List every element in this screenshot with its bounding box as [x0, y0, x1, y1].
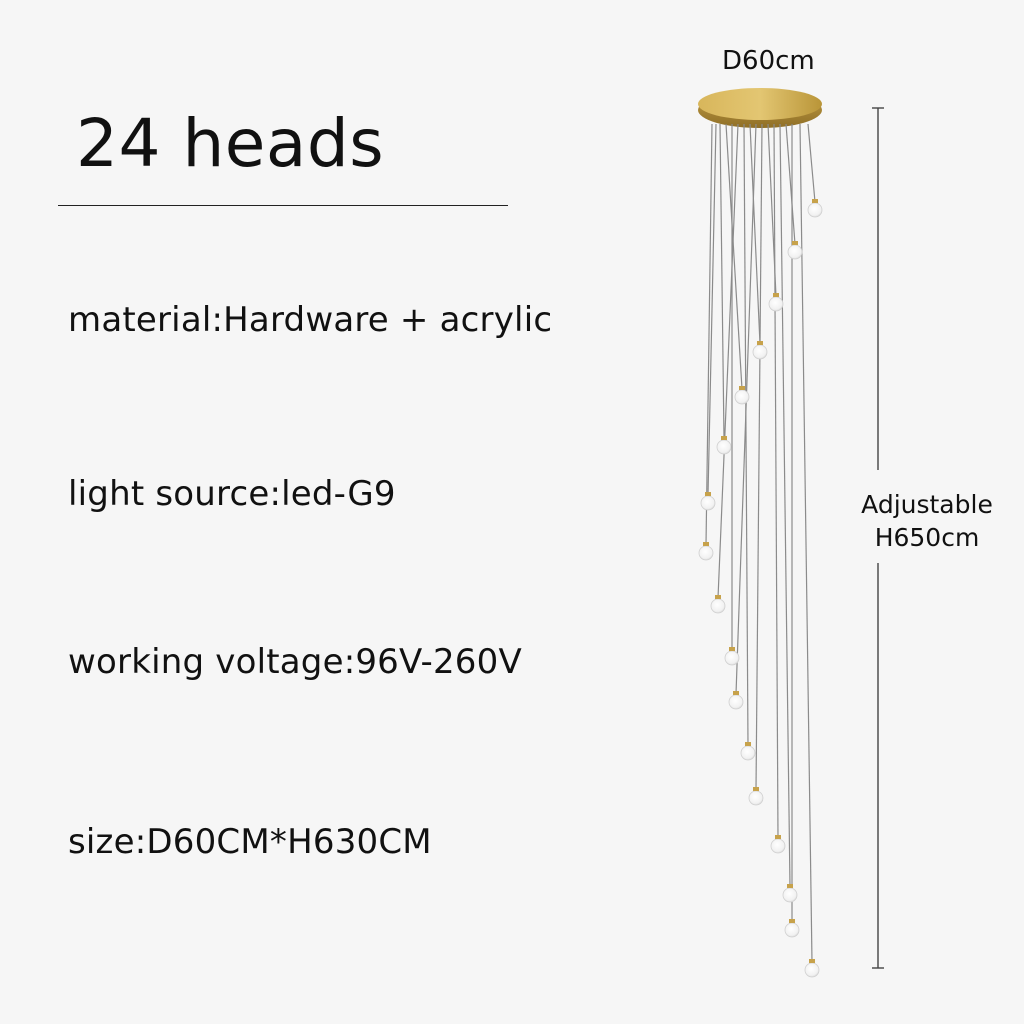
diameter-label: D60cm — [722, 46, 815, 76]
bulb — [724, 650, 740, 666]
title-divider — [58, 205, 508, 206]
page-title: 24 heads — [76, 105, 385, 182]
bulb — [770, 838, 786, 854]
bulb — [768, 296, 784, 312]
height-label: Adjustable H650cm — [852, 488, 1002, 554]
bulb — [748, 790, 764, 806]
bulb — [698, 545, 714, 561]
bulb — [804, 962, 820, 978]
bulb — [716, 439, 732, 455]
bulb — [740, 745, 756, 761]
canopy — [698, 88, 822, 128]
pendant-wires — [705, 123, 816, 963]
spec-material: material:Hardware + acrylic — [68, 300, 553, 340]
pendant-bulbs — [698, 202, 823, 978]
bulb — [710, 598, 726, 614]
bulb — [784, 922, 800, 938]
bulb — [752, 344, 768, 360]
bulb — [807, 202, 823, 218]
spec-size: size:D60CM*H630CM — [68, 822, 432, 862]
height-label-line2: H650cm — [874, 523, 980, 552]
bulb — [700, 495, 716, 511]
bulb-caps — [703, 199, 818, 963]
bulb — [782, 887, 798, 903]
bulb — [728, 694, 744, 710]
spec-light-source: light source:led-G9 — [68, 474, 396, 514]
spec-working-voltage: working voltage:96V-260V — [68, 642, 522, 682]
bulb — [787, 244, 803, 260]
bulb — [734, 389, 750, 405]
height-label-line1: Adjustable — [861, 490, 993, 519]
